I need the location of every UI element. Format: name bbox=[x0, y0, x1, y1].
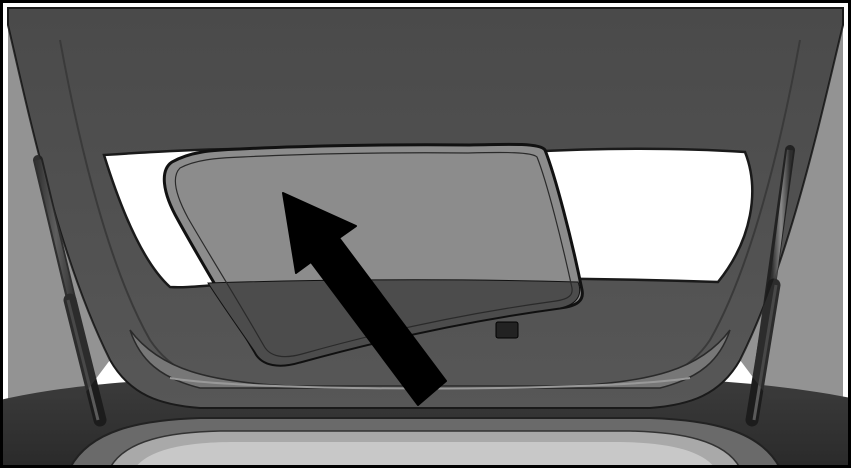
illustration-frame bbox=[0, 0, 851, 468]
car-hatch-illustration bbox=[0, 0, 851, 468]
